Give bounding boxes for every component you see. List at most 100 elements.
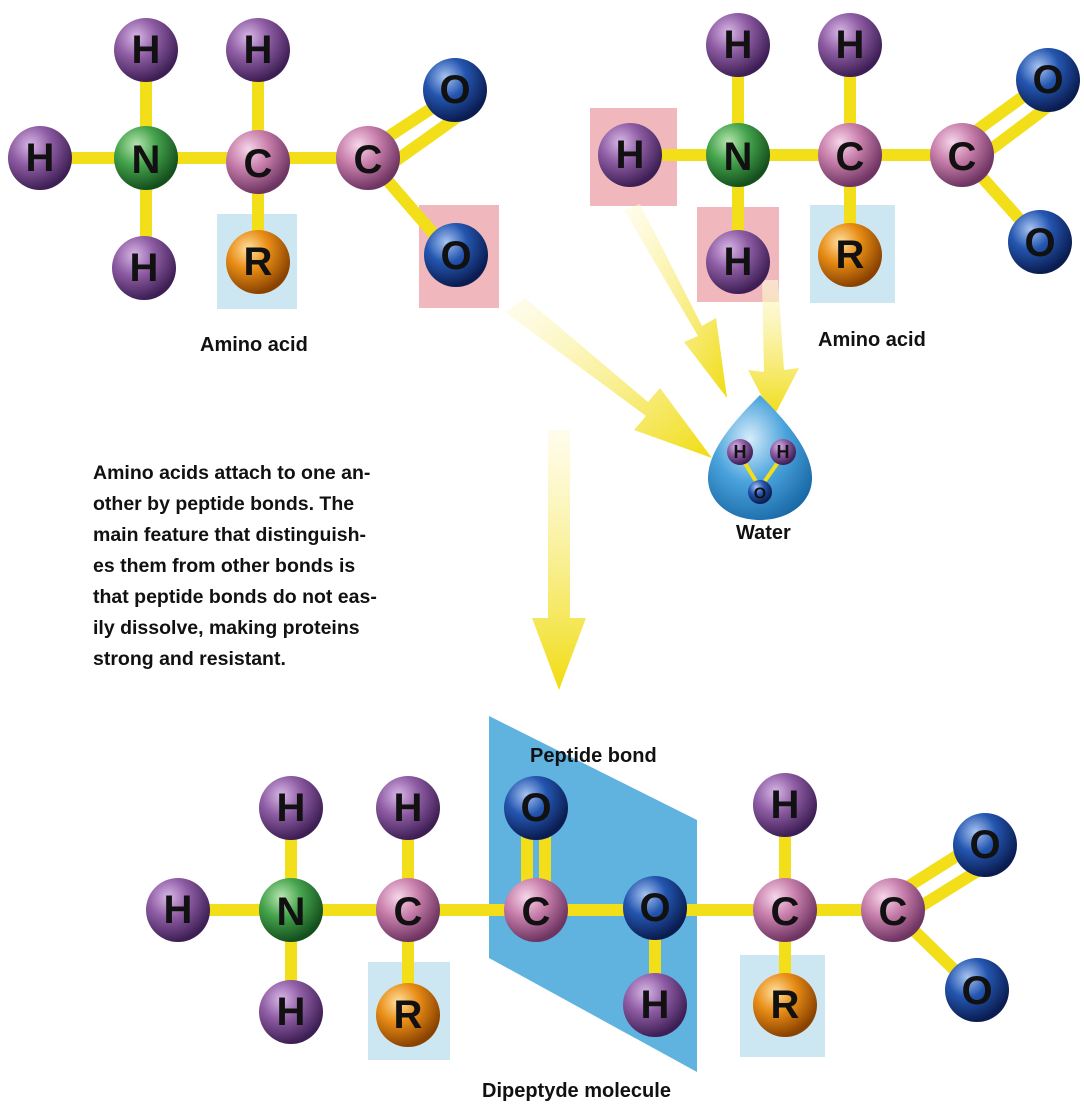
hydrogen-atom [598, 123, 662, 187]
r-group-atom [376, 983, 440, 1047]
atom-h: H [164, 888, 193, 932]
peptide-bond-caption: Peptide bond [530, 745, 657, 767]
description-line: es them from other bonds is [93, 555, 356, 577]
hydrogen-atom [818, 13, 882, 77]
atom-c: C [354, 138, 383, 182]
atom-o: O [969, 823, 1000, 867]
oxygen-atom [1016, 48, 1080, 112]
atom-h: H [277, 786, 306, 830]
carbon-atom [753, 878, 817, 942]
description-line: other by peptide bonds. The [93, 493, 355, 515]
dipeptide-molecule: H H O H O H N C C O C C H R H R O [146, 773, 1017, 1047]
nitrogen-atom [114, 126, 178, 190]
atom-c: C [836, 135, 865, 179]
water-drop-icon [708, 395, 812, 520]
atom-h: H [777, 442, 790, 462]
atom-o: O [754, 486, 766, 503]
atom-o: O [639, 886, 670, 930]
arrow-to-water-icon [624, 204, 727, 398]
carbon-atom [930, 123, 994, 187]
dipeptide-caption: Dipeptyde molecule [482, 1080, 671, 1102]
atom-h: H [130, 246, 159, 290]
description-line: that peptide bonds do not eas- [93, 586, 377, 608]
water-molecule: H H O [708, 395, 812, 520]
nitrogen-atom [259, 878, 323, 942]
atom-c: C [244, 142, 273, 186]
atom-n: N [132, 138, 161, 182]
atom-o: O [520, 786, 551, 830]
atom-h: H [394, 786, 423, 830]
hydrogen-atom [146, 878, 210, 942]
oxygen-atom [423, 58, 487, 122]
atom-r: R [394, 993, 423, 1037]
hydrogen-atom [226, 18, 290, 82]
atom-h: H [724, 23, 753, 67]
hydrogen-atom [623, 973, 687, 1037]
hydrogen-atom [259, 776, 323, 840]
hydrogen-atom [753, 773, 817, 837]
oxygen-atom [945, 958, 1009, 1022]
amino-acid-1: H H O H N C C H R O [8, 18, 488, 300]
atom-o: O [961, 969, 992, 1013]
r-group-atom [818, 223, 882, 287]
atom-o: O [439, 68, 470, 112]
amino-acid-2: H H O H N C C H R O [598, 13, 1080, 294]
hydrogen-atom [259, 980, 323, 1044]
amino-acid-caption: Amino acid [818, 329, 926, 351]
oxygen-atom [623, 876, 687, 940]
carbon-atom [376, 878, 440, 942]
atom-h: H [836, 23, 865, 67]
carbon-atom [504, 878, 568, 942]
carbon-atom [861, 878, 925, 942]
carbon-atom [336, 126, 400, 190]
atom-r: R [771, 983, 800, 1027]
atom-c: C [522, 890, 551, 934]
hydrogen-atom [8, 126, 72, 190]
atom-n: N [277, 890, 306, 934]
r-group-atom [226, 230, 290, 294]
atom-c: C [394, 890, 423, 934]
hydrogen-atom [112, 236, 176, 300]
atom-h: H [616, 133, 645, 177]
atom-o: O [1024, 221, 1055, 265]
hydrogen-atom [706, 230, 770, 294]
atom-h: H [132, 28, 161, 72]
atom-c: C [879, 890, 908, 934]
water-caption: Water [736, 522, 791, 544]
carbon-atom [226, 130, 290, 194]
hydrogen-atom [114, 18, 178, 82]
arrows [505, 204, 799, 690]
arrow-to-water-icon [505, 298, 712, 458]
atom-h: H [724, 240, 753, 284]
description-line: main feature that distinguish- [93, 524, 367, 546]
oxygen-atom [424, 223, 488, 287]
description-line: Amino acids attach to one an- [93, 462, 371, 484]
atom-h: H [277, 990, 306, 1034]
atom-h: H [26, 136, 55, 180]
hydrogen-atom [376, 776, 440, 840]
atom-r: R [244, 240, 273, 284]
description-line: ily dissolve, making proteins [93, 617, 360, 639]
arrow-to-water-icon [748, 280, 799, 418]
nitrogen-atom [706, 123, 770, 187]
description-line: strong and resistant. [93, 648, 286, 670]
atom-c: C [771, 890, 800, 934]
atom-o: O [440, 234, 471, 278]
hydrogen-atom [706, 13, 770, 77]
atom-n: N [724, 135, 753, 179]
amino-acid-caption: Amino acid [200, 334, 308, 356]
atom-h: H [641, 983, 670, 1027]
atom-c: C [948, 135, 977, 179]
description-paragraph: Amino acids attach to one an- other by p… [93, 458, 438, 675]
atom-o: O [1032, 58, 1063, 102]
arrow-down-icon [532, 430, 586, 690]
carbon-atom [818, 123, 882, 187]
oxygen-atom [953, 813, 1017, 877]
r-group-atom [753, 973, 817, 1037]
atom-r: R [836, 233, 865, 277]
atom-h: H [734, 442, 747, 462]
atom-h: H [771, 783, 800, 827]
atom-h: H [244, 28, 273, 72]
oxygen-atom [504, 776, 568, 840]
